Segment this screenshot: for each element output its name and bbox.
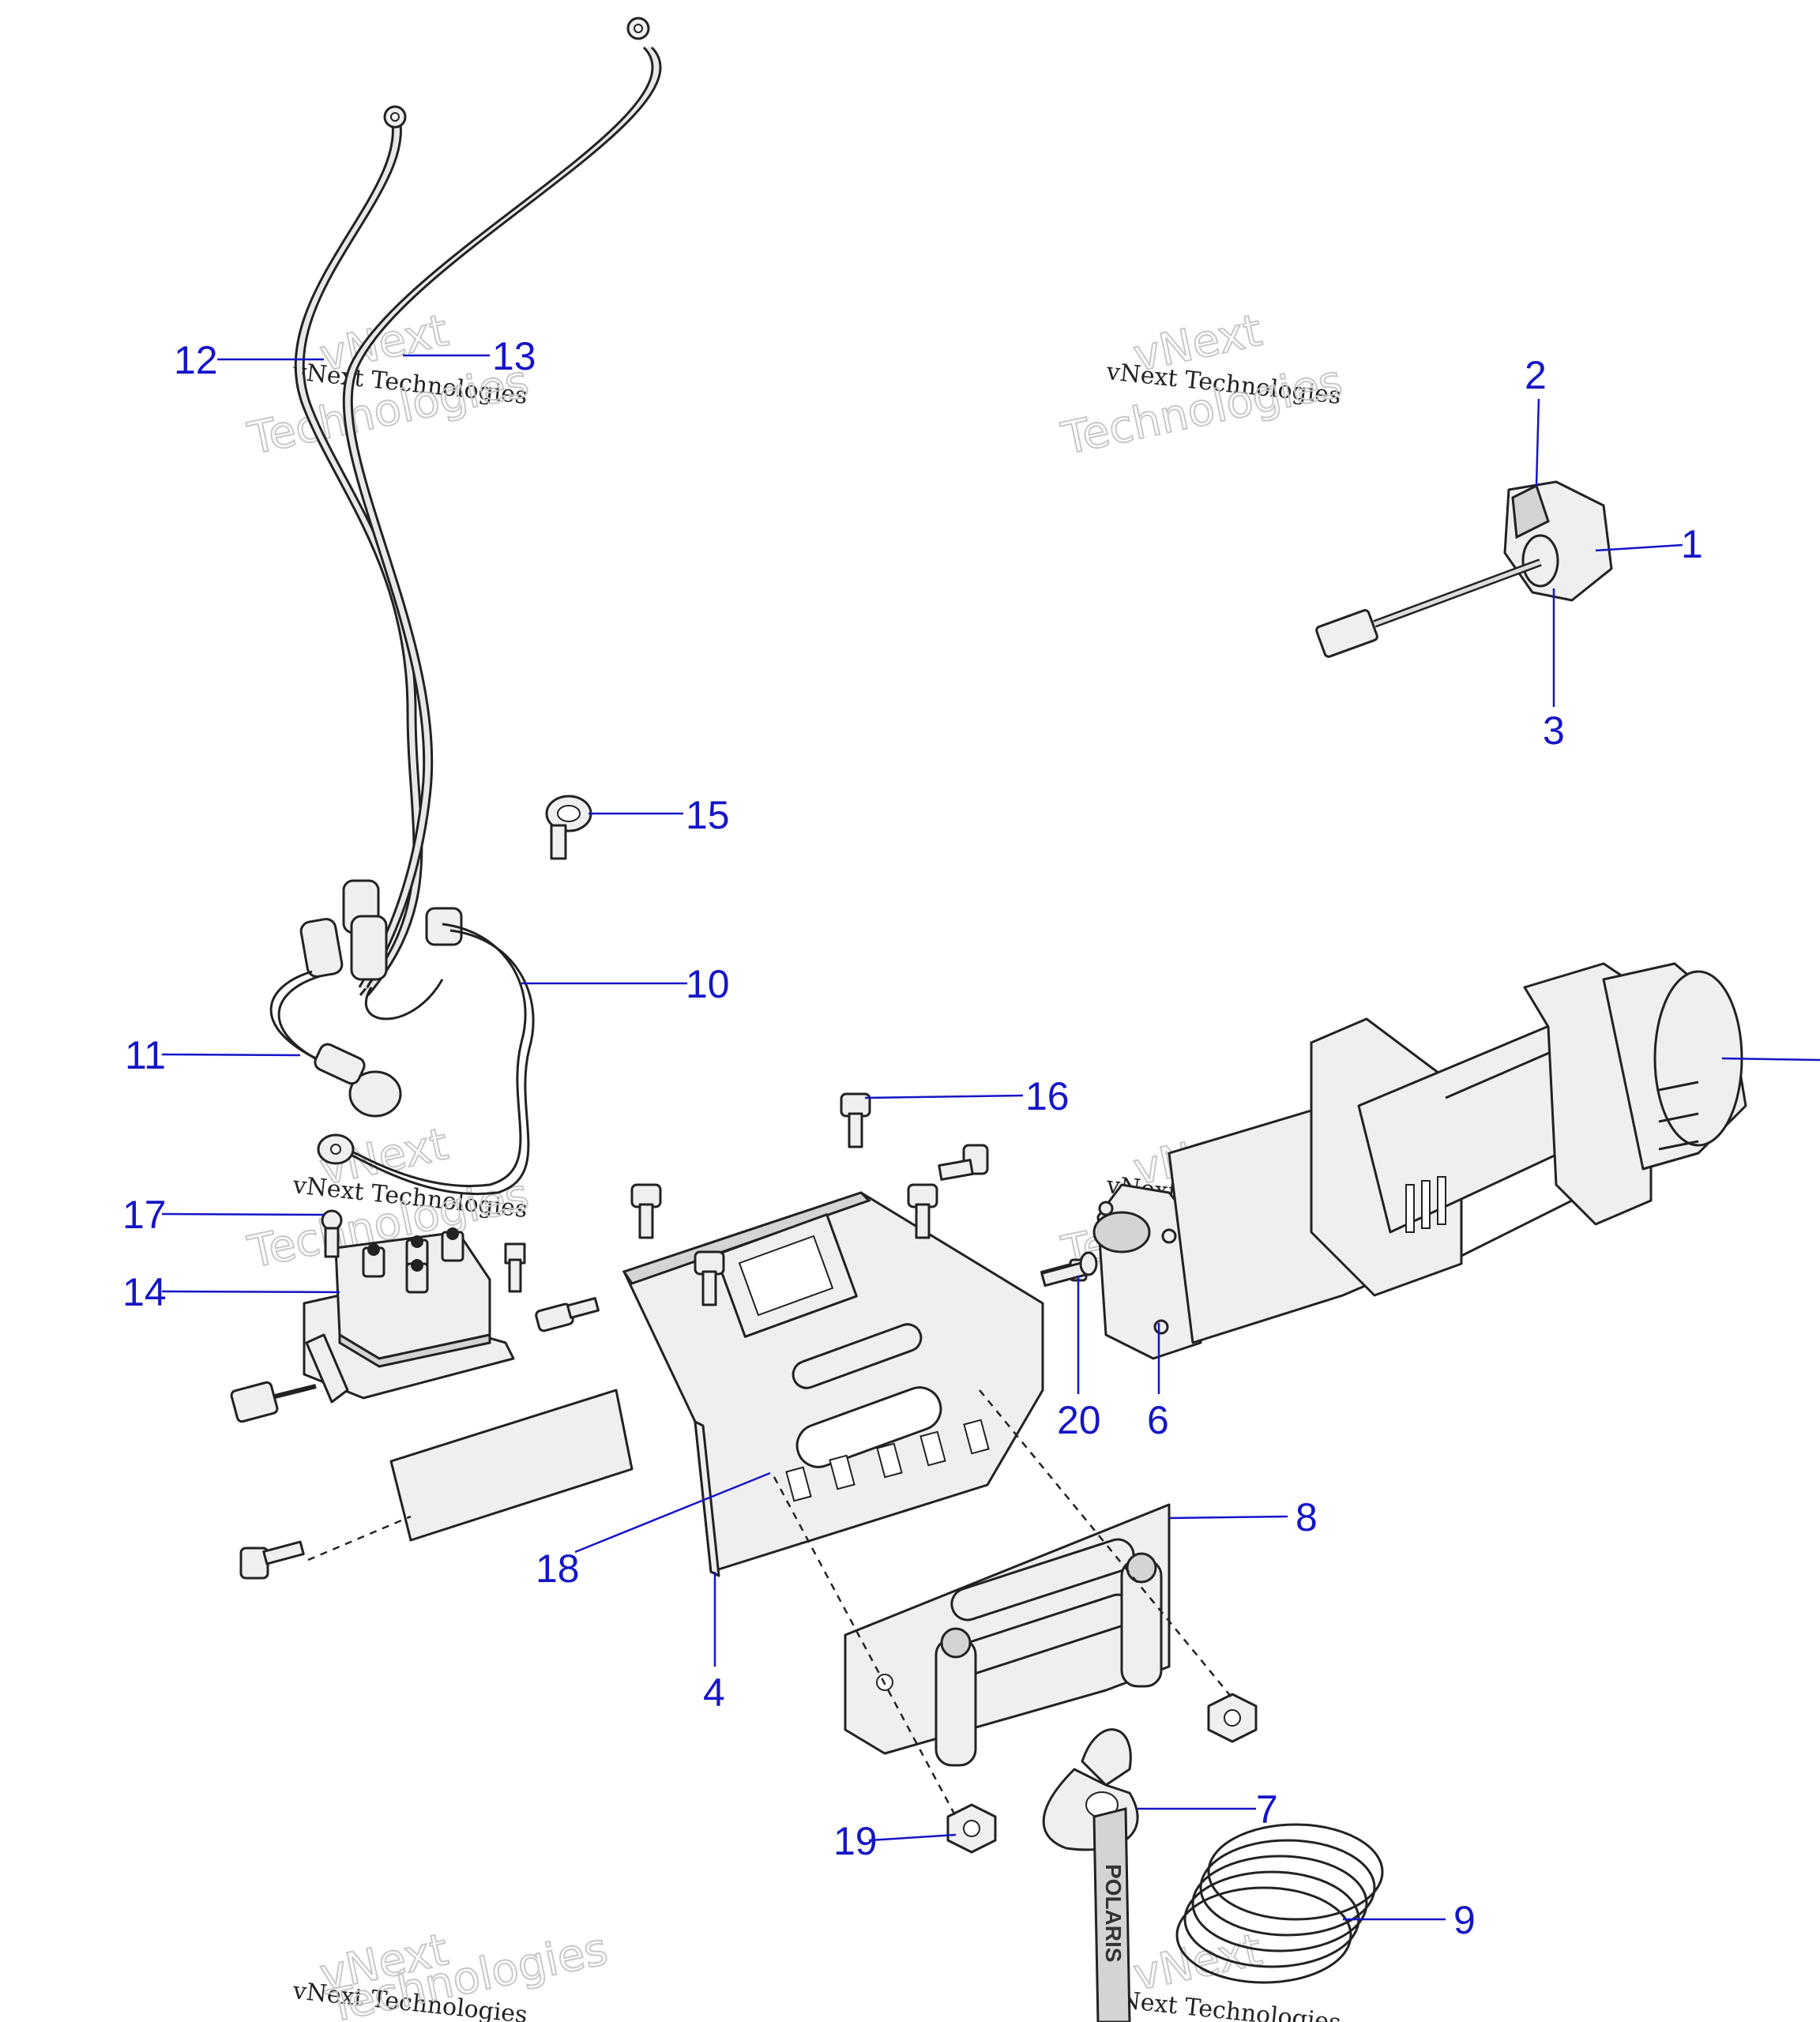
- leader-5: [1721, 1057, 1820, 1062]
- leader-2: [1535, 398, 1540, 487]
- callout-18: 18: [536, 1547, 580, 1591]
- leader-8: [1168, 1515, 1288, 1520]
- callout-7: 7: [1256, 1787, 1278, 1832]
- leader-18: [574, 1471, 771, 1554]
- callout-15: 15: [686, 793, 730, 837]
- callout-10: 10: [686, 962, 730, 1006]
- watermark-top-left: vNext vNext Technologies Technologies: [243, 304, 533, 466]
- strap-brand-text: POLARIS: [1101, 1864, 1126, 1962]
- bolts: [239, 1092, 1088, 1580]
- winch-switch: [1315, 480, 1613, 658]
- mounting-plate: [389, 1191, 1044, 1577]
- callout-14: 14: [122, 1270, 167, 1314]
- watermark-line2: vNext Technologies: [1104, 1985, 1342, 2022]
- winch-motor: [1092, 962, 1747, 1360]
- callout-labels: 1 2 3 4 6 7 8 9 10 11 12 13 14 15 16 17 …: [122, 334, 1703, 1942]
- wire-harness: [269, 879, 535, 1195]
- callout-8: 8: [1295, 1495, 1318, 1539]
- callout-6: 6: [1147, 1398, 1169, 1442]
- callout-1: 1: [1681, 522, 1703, 566]
- callout-4: 4: [703, 1671, 725, 1715]
- battery-cables: [294, 17, 662, 998]
- leader-17: [161, 1212, 325, 1216]
- leader-19: [868, 1833, 957, 1842]
- fairlead: [844, 1503, 1171, 1767]
- callout-3: 3: [1543, 708, 1565, 753]
- leader-11: [161, 1053, 301, 1057]
- leader-lines: [161, 354, 1820, 1921]
- stud-part: [1040, 1251, 1098, 1287]
- callout-19: 19: [833, 1819, 878, 1863]
- rope-coil: [1175, 1823, 1384, 1984]
- leader-1: [1595, 543, 1683, 552]
- callout-11: 11: [125, 1033, 166, 1077]
- callout-9: 9: [1453, 1898, 1476, 1942]
- callout-2: 2: [1525, 353, 1547, 397]
- callout-16: 16: [1025, 1074, 1070, 1118]
- callout-20: 20: [1057, 1398, 1101, 1442]
- hook-and-strap: POLARIS: [1042, 1728, 1139, 2022]
- leader-16: [864, 1094, 1024, 1099]
- clamp-part: [545, 795, 592, 860]
- contactor: [230, 1209, 600, 1423]
- callout-13: 13: [492, 334, 536, 378]
- assembly-lines: [307, 1389, 1233, 1817]
- callout-12: 12: [174, 338, 218, 382]
- watermark-bottom-left: vNext vNext Technologies Technologies: [291, 1922, 613, 2022]
- callout-17: 17: [122, 1193, 167, 1237]
- watermark-top-right: vNext vNext Technologies Technologies: [1056, 304, 1347, 466]
- nuts: [946, 1693, 1258, 1854]
- leader-14: [161, 1290, 340, 1294]
